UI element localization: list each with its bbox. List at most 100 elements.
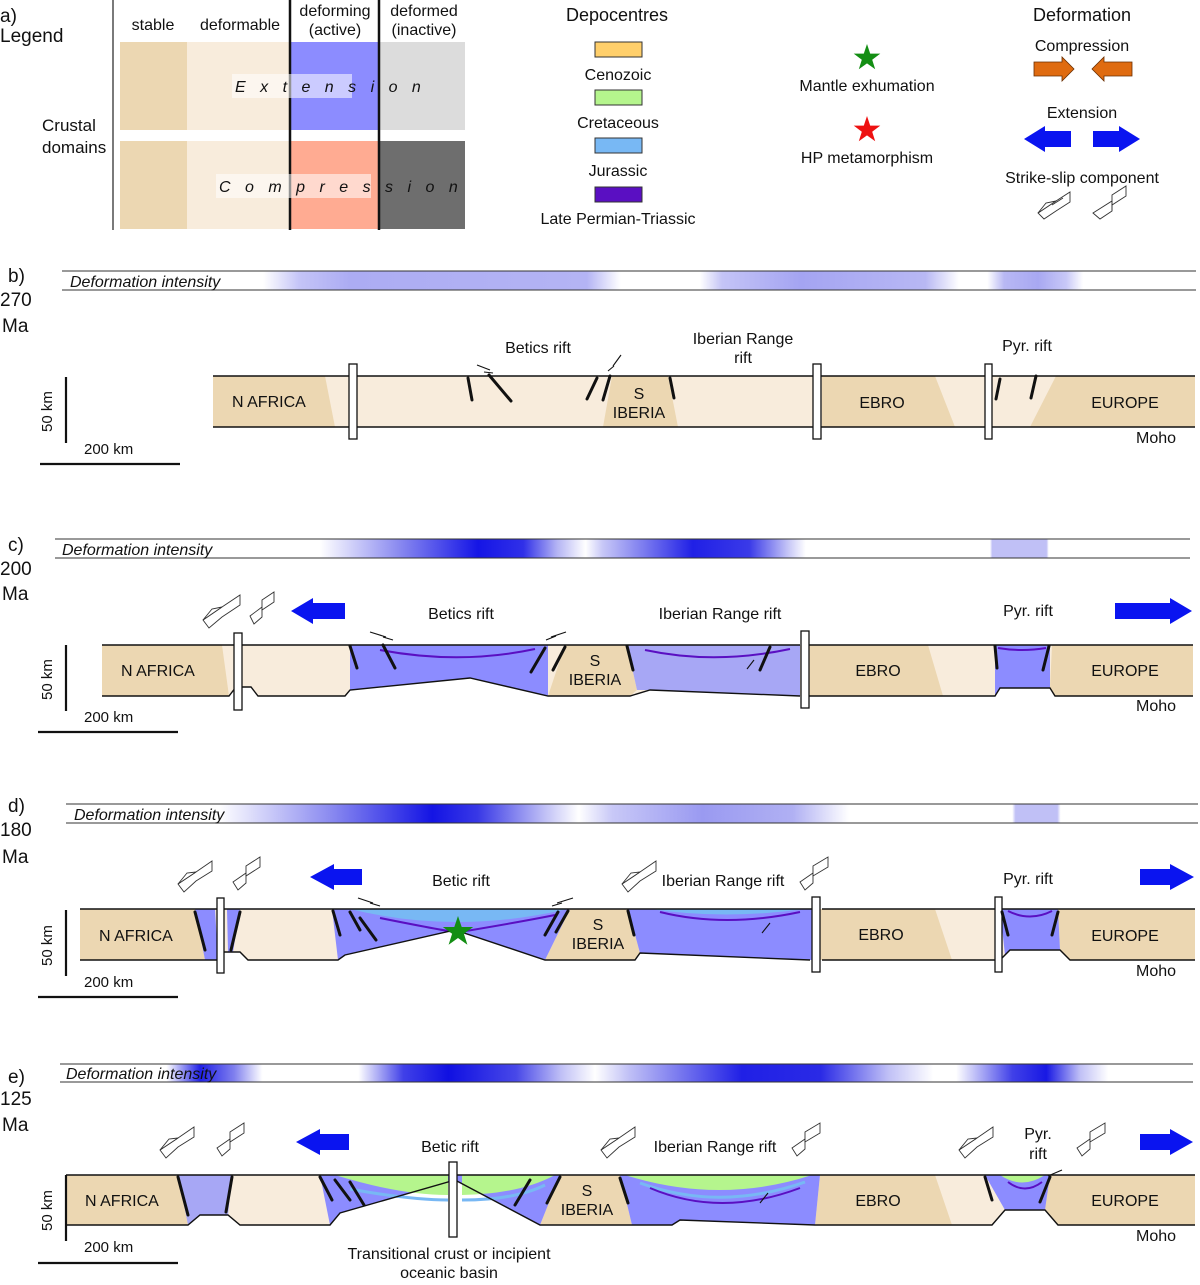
extension-arrow-right-icon xyxy=(1140,864,1194,890)
transitional-crust-label-2: oceanic basin xyxy=(400,1265,498,1280)
pyr-rift-125-2: rift xyxy=(1029,1146,1047,1163)
symbols-legend: Mantle exhumation HP metamorphism xyxy=(799,44,935,167)
panel-e-age-unit: Ma xyxy=(2,1115,29,1136)
s-iberia-200-1: S xyxy=(590,653,601,670)
s-iberia-270-1: S xyxy=(634,386,645,403)
betics-rift-270: Betics rift xyxy=(505,340,571,357)
legend-title: Legend xyxy=(0,26,63,47)
s-iberia-270-2: IBERIA xyxy=(613,405,666,422)
iberian-rift-270-2: rift xyxy=(734,350,752,367)
n-africa-200: N AFRICA xyxy=(121,663,195,680)
thickness-180: 50 km xyxy=(39,925,56,966)
europe-125: EUROPE xyxy=(1091,1193,1159,1210)
ebro-block xyxy=(808,645,943,696)
col-active-2: (active) xyxy=(309,22,361,39)
col-stable: stable xyxy=(132,17,175,34)
s-iberia-125-1: S xyxy=(582,1183,593,1200)
triassic-depocentre xyxy=(649,1187,801,1204)
col-deformable: deformable xyxy=(200,17,280,34)
s-iberia-block xyxy=(545,909,640,960)
betic-rift-180: Betic rift xyxy=(432,873,490,890)
europe-270: EUROPE xyxy=(1091,395,1159,412)
panel-e-age: 125 xyxy=(0,1089,32,1110)
pyr-rift-basin xyxy=(985,1175,1050,1210)
cretaceous-label: Cretaceous xyxy=(577,115,659,132)
iberian-rift-180: Iberian Range rift xyxy=(662,873,785,890)
col-inactive-2: (inactive) xyxy=(392,22,457,39)
moho-180: Moho xyxy=(1136,963,1176,980)
permian-triassic-label: Late Permian-Triassic xyxy=(540,211,695,228)
n-africa-block xyxy=(80,909,205,960)
panel-a-label: a) xyxy=(0,6,17,27)
ebro-180: EBRO xyxy=(858,927,903,944)
panel-c-age-unit: Ma xyxy=(2,584,29,605)
intensity-bar-125 xyxy=(65,1064,1193,1082)
intensity-label-180: Deformation intensity xyxy=(74,807,225,824)
compression-label-bg xyxy=(216,174,371,198)
n-africa-block xyxy=(66,1175,188,1225)
scale-270: 200 km xyxy=(84,441,133,458)
thickness-200: 50 km xyxy=(39,659,56,700)
extension-arrow-right-icon xyxy=(1115,598,1192,624)
s-iberia-block xyxy=(540,1175,632,1225)
extension-arrow-right-icon xyxy=(1140,1129,1193,1155)
extension-label-bg xyxy=(232,74,352,98)
panel-180ma: d) 180 Ma Deformation intensity xyxy=(0,796,1198,999)
extension-arrow-left-icon xyxy=(296,1129,349,1155)
betic-rift-125: Betic rift xyxy=(421,1139,479,1156)
panel-125ma: e) 125 Ma Deformation intensity Betic ri… xyxy=(0,1063,1195,1282)
pyr-rift-basin xyxy=(1000,909,1060,955)
ebro-200: EBRO xyxy=(855,663,900,680)
hp-metamorphism-label: HP metamorphism xyxy=(801,150,933,167)
compression-label: C o m p r e s s i o n xyxy=(219,179,463,196)
panel-b-age: 270 xyxy=(0,290,32,311)
thickness-125: 50 km xyxy=(39,1190,56,1231)
scale-125: 200 km xyxy=(84,1239,133,1256)
panel-c-label: c) xyxy=(8,535,24,556)
n-africa-125: N AFRICA xyxy=(85,1193,159,1210)
pyr-rift-125-1: Pyr. xyxy=(1024,1126,1052,1143)
strike-slip-label: Strike-slip component xyxy=(1005,170,1159,187)
pyr-rift-basin xyxy=(995,645,1050,696)
compression-arrow-right-icon xyxy=(1033,56,1075,82)
europe-200: EUROPE xyxy=(1091,663,1159,680)
betics-rift-basin xyxy=(350,645,548,696)
thickness-270: 50 km xyxy=(39,391,56,432)
iberian-rift-270-1: Iberian Range xyxy=(693,331,794,348)
s-iberia-block xyxy=(548,645,637,696)
mantle-exhumation-star-icon xyxy=(853,44,881,70)
strike-slip-icon xyxy=(177,856,829,893)
europe-block xyxy=(1030,376,1195,427)
deformation-legend: Deformation Compression Extension Strike… xyxy=(1005,5,1159,220)
strike-slip-dextral-icon xyxy=(1092,185,1127,220)
moho-200: Moho xyxy=(1136,698,1176,715)
jurassic-depocentre xyxy=(349,1183,546,1202)
pyr-rift-270: Pyr. rift xyxy=(1002,338,1052,355)
cretaceous-swatch xyxy=(594,89,643,106)
n-africa-block xyxy=(213,376,335,427)
swatch-inactive-ext xyxy=(379,42,465,130)
europe-block xyxy=(1050,645,1193,696)
intensity-label-200: Deformation intensity xyxy=(62,542,213,559)
moho-270: Moho xyxy=(1136,430,1176,447)
transitional-crust-label-1: Transitional crust or incipient xyxy=(347,1246,551,1263)
n-africa-270: N AFRICA xyxy=(232,394,306,411)
scale-200: 200 km xyxy=(84,709,133,726)
panel-d-label: d) xyxy=(8,796,25,817)
swatch-stable-comp xyxy=(120,141,187,229)
panel-d-age: 180 xyxy=(0,820,32,841)
scale-180: 200 km xyxy=(84,974,133,991)
panel-200ma: c) 200 Ma Deformation intensity Betics r… xyxy=(0,535,1193,734)
extension-arrow-left-icon xyxy=(310,864,362,890)
s-iberia-125-2: IBERIA xyxy=(561,1202,614,1219)
intensity-bar-200 xyxy=(60,539,1190,558)
panel-270ma: b) 270 Ma Deformation intensity Betics r… xyxy=(0,266,1196,466)
pyr-rift-180: Pyr. rift xyxy=(1003,871,1053,888)
extension-arrow-right-icon xyxy=(1093,126,1140,152)
intensity-label-270: Deformation intensity xyxy=(70,274,221,291)
extension-label: E x t e n s i o n xyxy=(235,79,426,96)
jurassic-depocentre xyxy=(350,909,568,922)
strike-slip-icon xyxy=(202,591,275,629)
europe-block xyxy=(1045,1175,1195,1225)
panel-e-label: e) xyxy=(8,1067,25,1088)
